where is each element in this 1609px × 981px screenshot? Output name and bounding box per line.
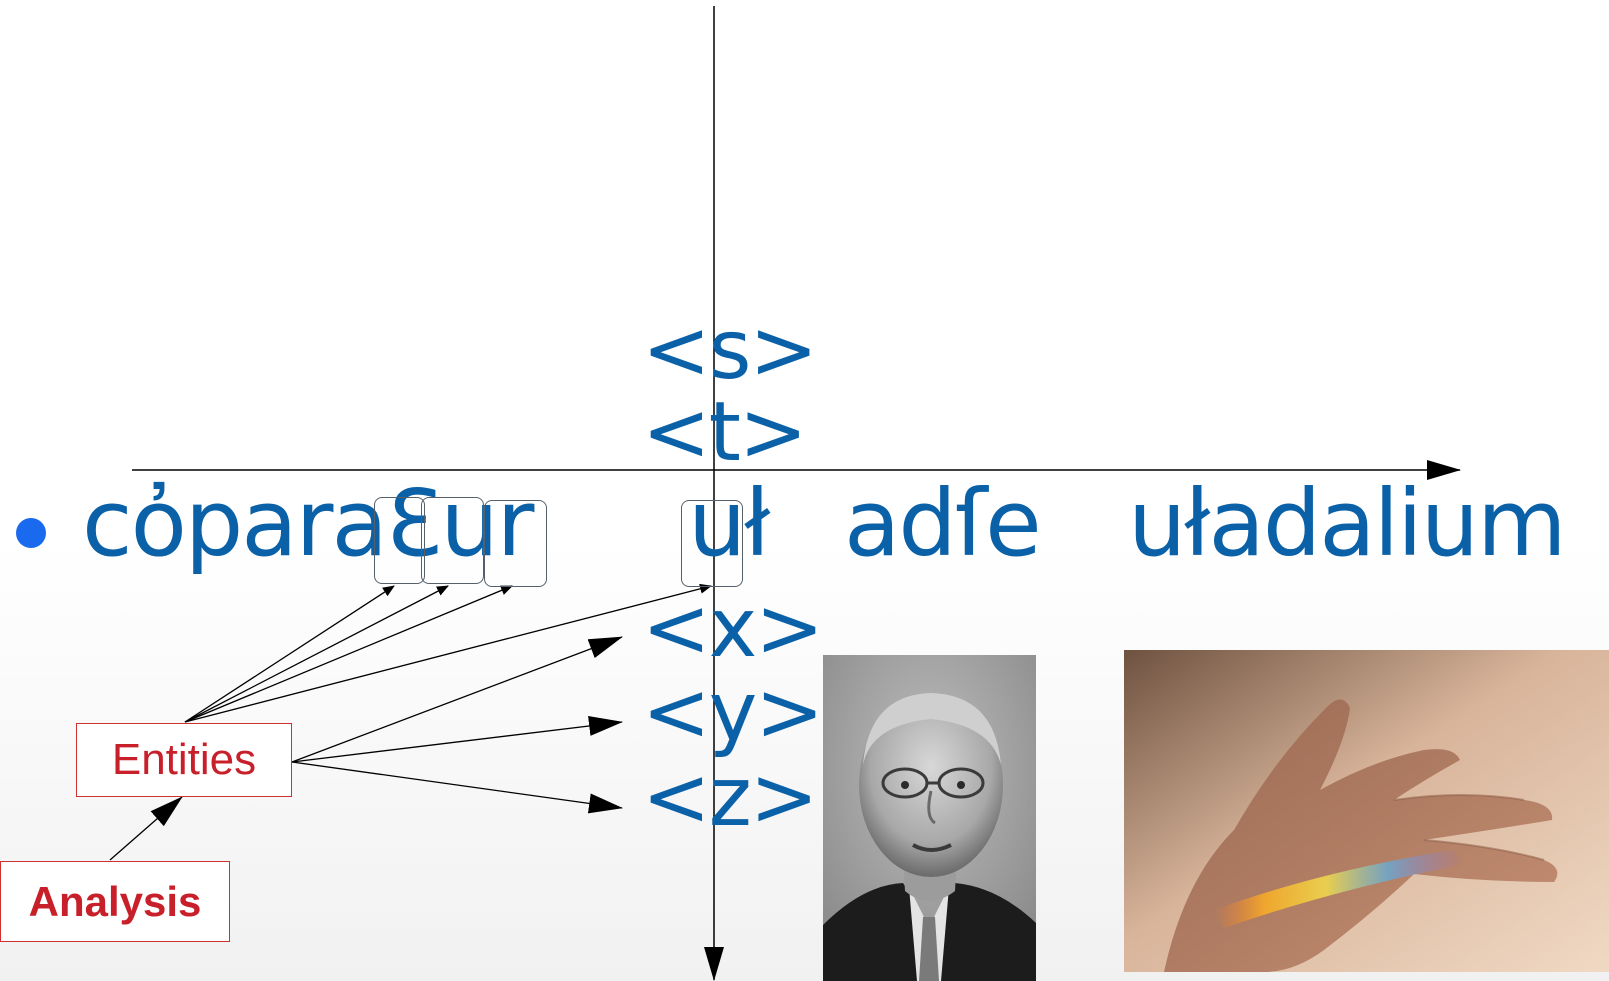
arrow-entities-to-char-2: [184, 585, 449, 723]
word-3: adſe: [844, 470, 1042, 577]
entities-label: Entities: [111, 735, 257, 784]
arrow-analysis-to-entities: [109, 796, 183, 861]
bullet-dot: [16, 518, 46, 548]
arrow-entities-to-x: [291, 636, 623, 763]
arrow-entities-to-char-1: [184, 585, 395, 723]
stack-label-x: <x>: [642, 581, 824, 676]
stack-label-y: <y>: [642, 665, 824, 760]
word-2: uł: [688, 470, 770, 577]
arrow-entities-to-z: [291, 761, 623, 814]
word-1: cὀparaƐur: [82, 470, 534, 577]
char-box-3: [484, 500, 547, 587]
stack-label-z: <z>: [642, 750, 818, 845]
hand-image: [1124, 650, 1609, 972]
entities-label-box: Entities: [76, 723, 292, 797]
char-box-1: [374, 497, 425, 584]
portrait-photo: [823, 655, 1036, 981]
analysis-label: Analysis: [28, 877, 202, 925]
arrow-entities-to-char-3: [184, 585, 513, 723]
arrow-entities-to-char-4: [184, 583, 712, 723]
analysis-label-box: Analysis: [0, 861, 230, 942]
stack-label-t: <t>: [642, 385, 808, 480]
hand-photo: [1124, 650, 1609, 972]
portrait-image: [823, 655, 1036, 981]
arrow-entities-to-y: [291, 716, 623, 763]
char-box-4: [681, 500, 743, 587]
word-4: uładalium: [1128, 470, 1567, 577]
char-box-2: [421, 497, 484, 584]
stack-label-s: <s>: [642, 303, 818, 398]
